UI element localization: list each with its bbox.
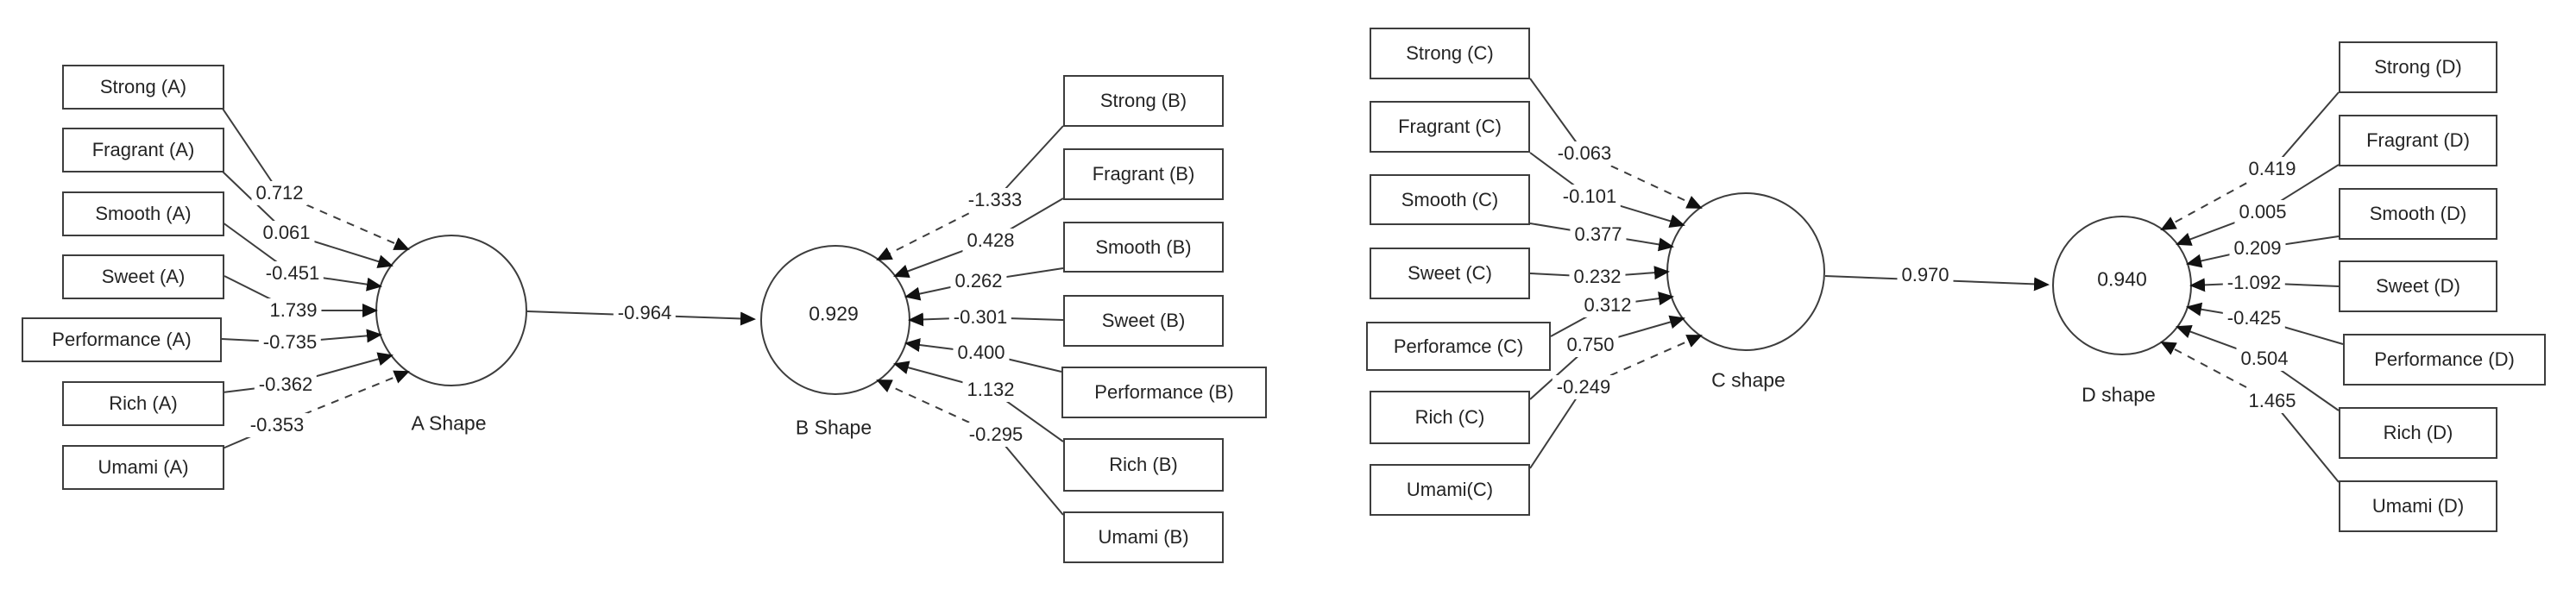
box-smooth-c: Smooth (C) bbox=[1370, 174, 1530, 225]
latent-circle-a bbox=[375, 235, 527, 386]
loading-smooth-a: -0.451 bbox=[261, 261, 324, 285]
box-strong-d: Strong (D) bbox=[2339, 41, 2497, 93]
loading-fragrant-b: 0.428 bbox=[962, 229, 1019, 253]
box-performance-a: Performance (A) bbox=[22, 317, 222, 362]
loading-rich-b: 1.132 bbox=[962, 378, 1019, 402]
box-umami-d: Umami (D) bbox=[2339, 480, 2497, 532]
loading-sweet-b: -0.301 bbox=[948, 305, 1012, 329]
box-sweet-c: Sweet (C) bbox=[1370, 248, 1530, 299]
box-fragrant-d: Fragrant (D) bbox=[2339, 115, 2497, 166]
loading-strong-a: 0.712 bbox=[251, 181, 308, 205]
loading-sweet-a: 1.739 bbox=[265, 298, 322, 323]
path-coefficient-cd: 0.970 bbox=[1897, 263, 1954, 287]
box-performance-d: Performance (D) bbox=[2343, 334, 2546, 386]
box-sweet-b: Sweet (B) bbox=[1063, 295, 1224, 347]
loading-umami-c: -0.249 bbox=[1552, 375, 1616, 399]
loading-strong-b: -1.333 bbox=[963, 188, 1027, 212]
loading-performance-d: -0.425 bbox=[2222, 306, 2286, 330]
loading-rich-a: -0.362 bbox=[254, 373, 318, 397]
box-perforamce-c: Perforamce (C) bbox=[1366, 322, 1551, 371]
latent-label-d-shape: D shape bbox=[2082, 383, 2156, 406]
box-rich-c: Rich (C) bbox=[1370, 391, 1530, 444]
loading-smooth-d: 0.209 bbox=[2229, 236, 2286, 260]
latent-circle-c bbox=[1666, 192, 1825, 351]
loading-umami-a: -0.353 bbox=[245, 413, 309, 437]
box-rich-a: Rich (A) bbox=[62, 381, 224, 426]
loading-performance-a: -0.735 bbox=[258, 330, 322, 354]
box-fragrant-b: Fragrant (B) bbox=[1063, 148, 1224, 200]
loading-fragrant-a: 0.061 bbox=[258, 221, 315, 245]
latent-label-c-shape: C shape bbox=[1711, 368, 1786, 392]
loading-smooth-c: 0.377 bbox=[1570, 223, 1627, 247]
loading-umami-d: 1.465 bbox=[2244, 389, 2301, 413]
path-coefficient-ab: -0.964 bbox=[613, 301, 677, 325]
loading-smooth-b: 0.262 bbox=[950, 269, 1007, 293]
box-strong-b: Strong (B) bbox=[1063, 75, 1224, 127]
box-performance-b: Performance (B) bbox=[1061, 367, 1267, 418]
latent-value-d: 0.940 bbox=[2097, 267, 2147, 291]
loading-perforamce-c: 0.312 bbox=[1579, 293, 1636, 317]
box-fragrant-a: Fragrant (A) bbox=[62, 128, 224, 172]
box-smooth-d: Smooth (D) bbox=[2339, 188, 2497, 240]
box-umami-b: Umami (B) bbox=[1063, 511, 1224, 563]
latent-label-b-shape: B Shape bbox=[795, 416, 872, 439]
loading-performance-b: 0.400 bbox=[953, 341, 1010, 365]
loading-strong-c: -0.063 bbox=[1553, 141, 1616, 166]
box-sweet-a: Sweet (A) bbox=[62, 254, 224, 299]
loading-strong-d: 0.419 bbox=[2244, 157, 2301, 181]
loading-rich-c: 0.750 bbox=[1562, 333, 1619, 357]
latent-label-a-shape: A Shape bbox=[411, 411, 487, 435]
loading-fragrant-d: 0.005 bbox=[2234, 200, 2291, 224]
loading-sweet-d: -1.092 bbox=[2222, 271, 2286, 295]
box-umami-a: Umami (A) bbox=[62, 445, 224, 490]
loading-umami-b: -0.295 bbox=[964, 423, 1028, 447]
box-smooth-a: Smooth (A) bbox=[62, 191, 224, 236]
loading-fragrant-c: -0.101 bbox=[1558, 185, 1622, 209]
loading-rich-d: 0.504 bbox=[2236, 347, 2293, 371]
loading-sweet-c: 0.232 bbox=[1569, 265, 1626, 289]
box-rich-d: Rich (D) bbox=[2339, 407, 2497, 459]
box-strong-c: Strong (C) bbox=[1370, 28, 1530, 79]
box-rich-b: Rich (B) bbox=[1063, 438, 1224, 492]
box-umami-c: Umami(C) bbox=[1370, 464, 1530, 516]
box-sweet-d: Sweet (D) bbox=[2339, 260, 2497, 312]
box-strong-a: Strong (A) bbox=[62, 65, 224, 110]
box-smooth-b: Smooth (B) bbox=[1063, 222, 1224, 273]
latent-value-b: 0.929 bbox=[809, 302, 859, 325]
box-fragrant-c: Fragrant (C) bbox=[1370, 101, 1530, 153]
